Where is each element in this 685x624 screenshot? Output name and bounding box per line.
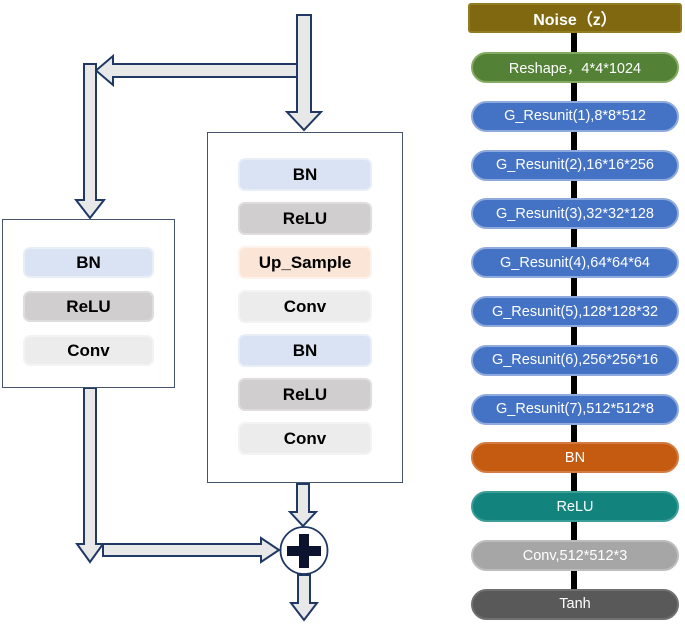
arrow-main-to-sum [287,483,319,528]
pipeline-node-1: Reshape，4*4*1024 [471,52,679,83]
pipeline-node-5: G_Resunit(4),64*64*64 [471,247,679,279]
pipeline-node-8: G_Resunit(7),512*512*8 [471,393,679,425]
layer-relu: ReLU [238,202,372,235]
arrow-identity-to-sum [102,536,281,564]
pipeline-node-3: G_Resunit(2),16*16*256 [471,149,679,181]
layer-bn: BN [238,158,372,191]
layer-relu: ReLU [238,378,372,411]
arrow-skip-down [73,63,107,220]
sum-plus-icon [287,534,321,568]
pipeline-node-10: ReLU [471,491,679,523]
pipeline-node-12: Tanh [471,588,679,620]
layer-bn: BN [23,247,154,278]
arrow-input-down [284,14,324,132]
arrow-identity-out-down [75,387,105,564]
layer-conv: Conv [238,422,372,455]
resunit-identity-branch-box: BN ReLU Conv [2,219,175,388]
pipeline-node-0: Noise（z） [468,3,682,33]
pipeline-node-7: G_Resunit(6),256*256*16 [471,344,679,376]
arrow-skip-branch-left [94,53,298,88]
pipeline-node-4: G_Resunit(3),32*32*128 [471,198,679,230]
arrow-output-down [288,574,320,622]
layer-up-sample: Up_Sample [238,246,372,279]
layer-bn: BN [238,334,372,367]
pipeline-node-11: Conv,512*512*3 [471,540,679,571]
layer-conv: Conv [23,335,154,366]
layer-conv: Conv [238,290,372,323]
pipeline-node-6: G_Resunit(5),128*128*32 [471,296,679,327]
pipeline-node-2: G_Resunit(1),8*8*512 [471,100,679,132]
pipeline-node-9: BN [471,442,679,474]
layer-relu: ReLU [23,291,154,322]
resunit-main-branch-box: BN ReLU Up_Sample Conv BN ReLU Conv [207,132,403,483]
